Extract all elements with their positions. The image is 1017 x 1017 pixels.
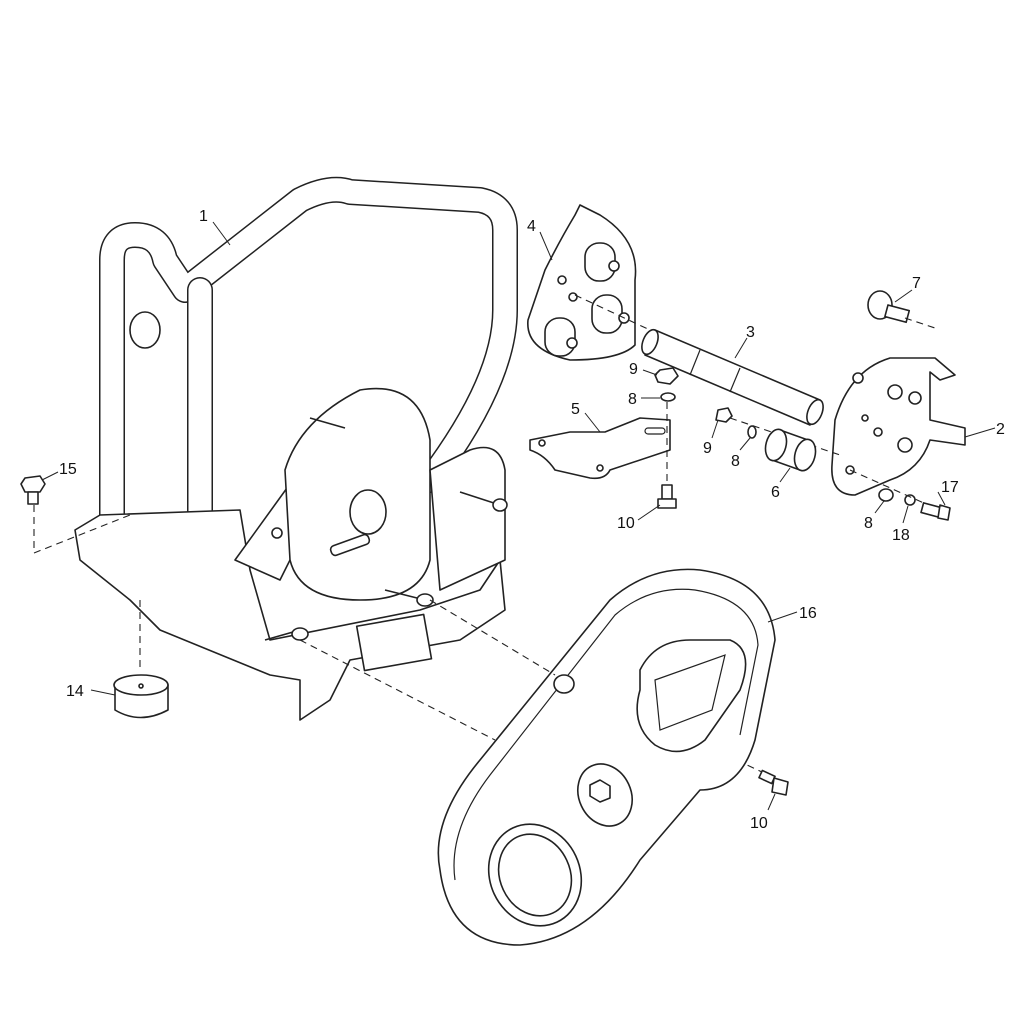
callout-3: 3	[746, 324, 755, 341]
callout-9: 9	[703, 440, 712, 457]
part-10-bolt	[758, 769, 789, 796]
callout-10: 10	[617, 515, 635, 532]
part-8-washer	[878, 488, 894, 502]
callout-5: 5	[571, 401, 580, 418]
callout-15: 15	[59, 461, 77, 478]
callout-14: 14	[66, 683, 84, 700]
callout-7: 7	[912, 275, 921, 292]
callout-6: 6	[771, 484, 780, 501]
part-9-nut	[654, 367, 679, 385]
part-3-shaft	[574, 294, 824, 426]
callout-9: 9	[629, 361, 638, 378]
callout-16: 16	[799, 605, 817, 622]
callout-8: 8	[864, 515, 873, 532]
part-14-rubber-mount	[113, 674, 169, 719]
callout-8: 8	[628, 391, 637, 408]
hardware	[20, 367, 951, 796]
part-16-belt-cover	[299, 568, 776, 946]
leader-lines	[41, 221, 996, 811]
callout-8: 8	[731, 453, 740, 470]
part-9-nut	[715, 407, 733, 423]
callout-labels: 1 2 3 4 5 6 7 8 8 8 9 9 10 10 14 15 16 1…	[59, 208, 1005, 832]
callout-17: 17	[941, 479, 959, 496]
callout-18: 18	[892, 527, 910, 544]
callout-4: 4	[527, 218, 536, 235]
part-15-bolt	[20, 475, 46, 505]
part-7-fitting	[867, 290, 936, 329]
part-8-washer	[660, 392, 676, 402]
part-1-frame-handle	[74, 176, 518, 721]
part-4-bracket-plate	[527, 204, 637, 361]
part-10-bolt	[657, 484, 677, 509]
callout-10: 10	[750, 815, 768, 832]
callout-1: 1	[199, 208, 208, 225]
part-18-lockwasher	[904, 494, 916, 506]
callout-2: 2	[996, 421, 1005, 438]
part-5-bracket	[529, 417, 671, 480]
part-17-bolt	[920, 502, 951, 521]
part-2-bracket-plate	[831, 357, 966, 496]
part-8-washer	[747, 425, 757, 439]
part-6-mount	[764, 428, 817, 472]
